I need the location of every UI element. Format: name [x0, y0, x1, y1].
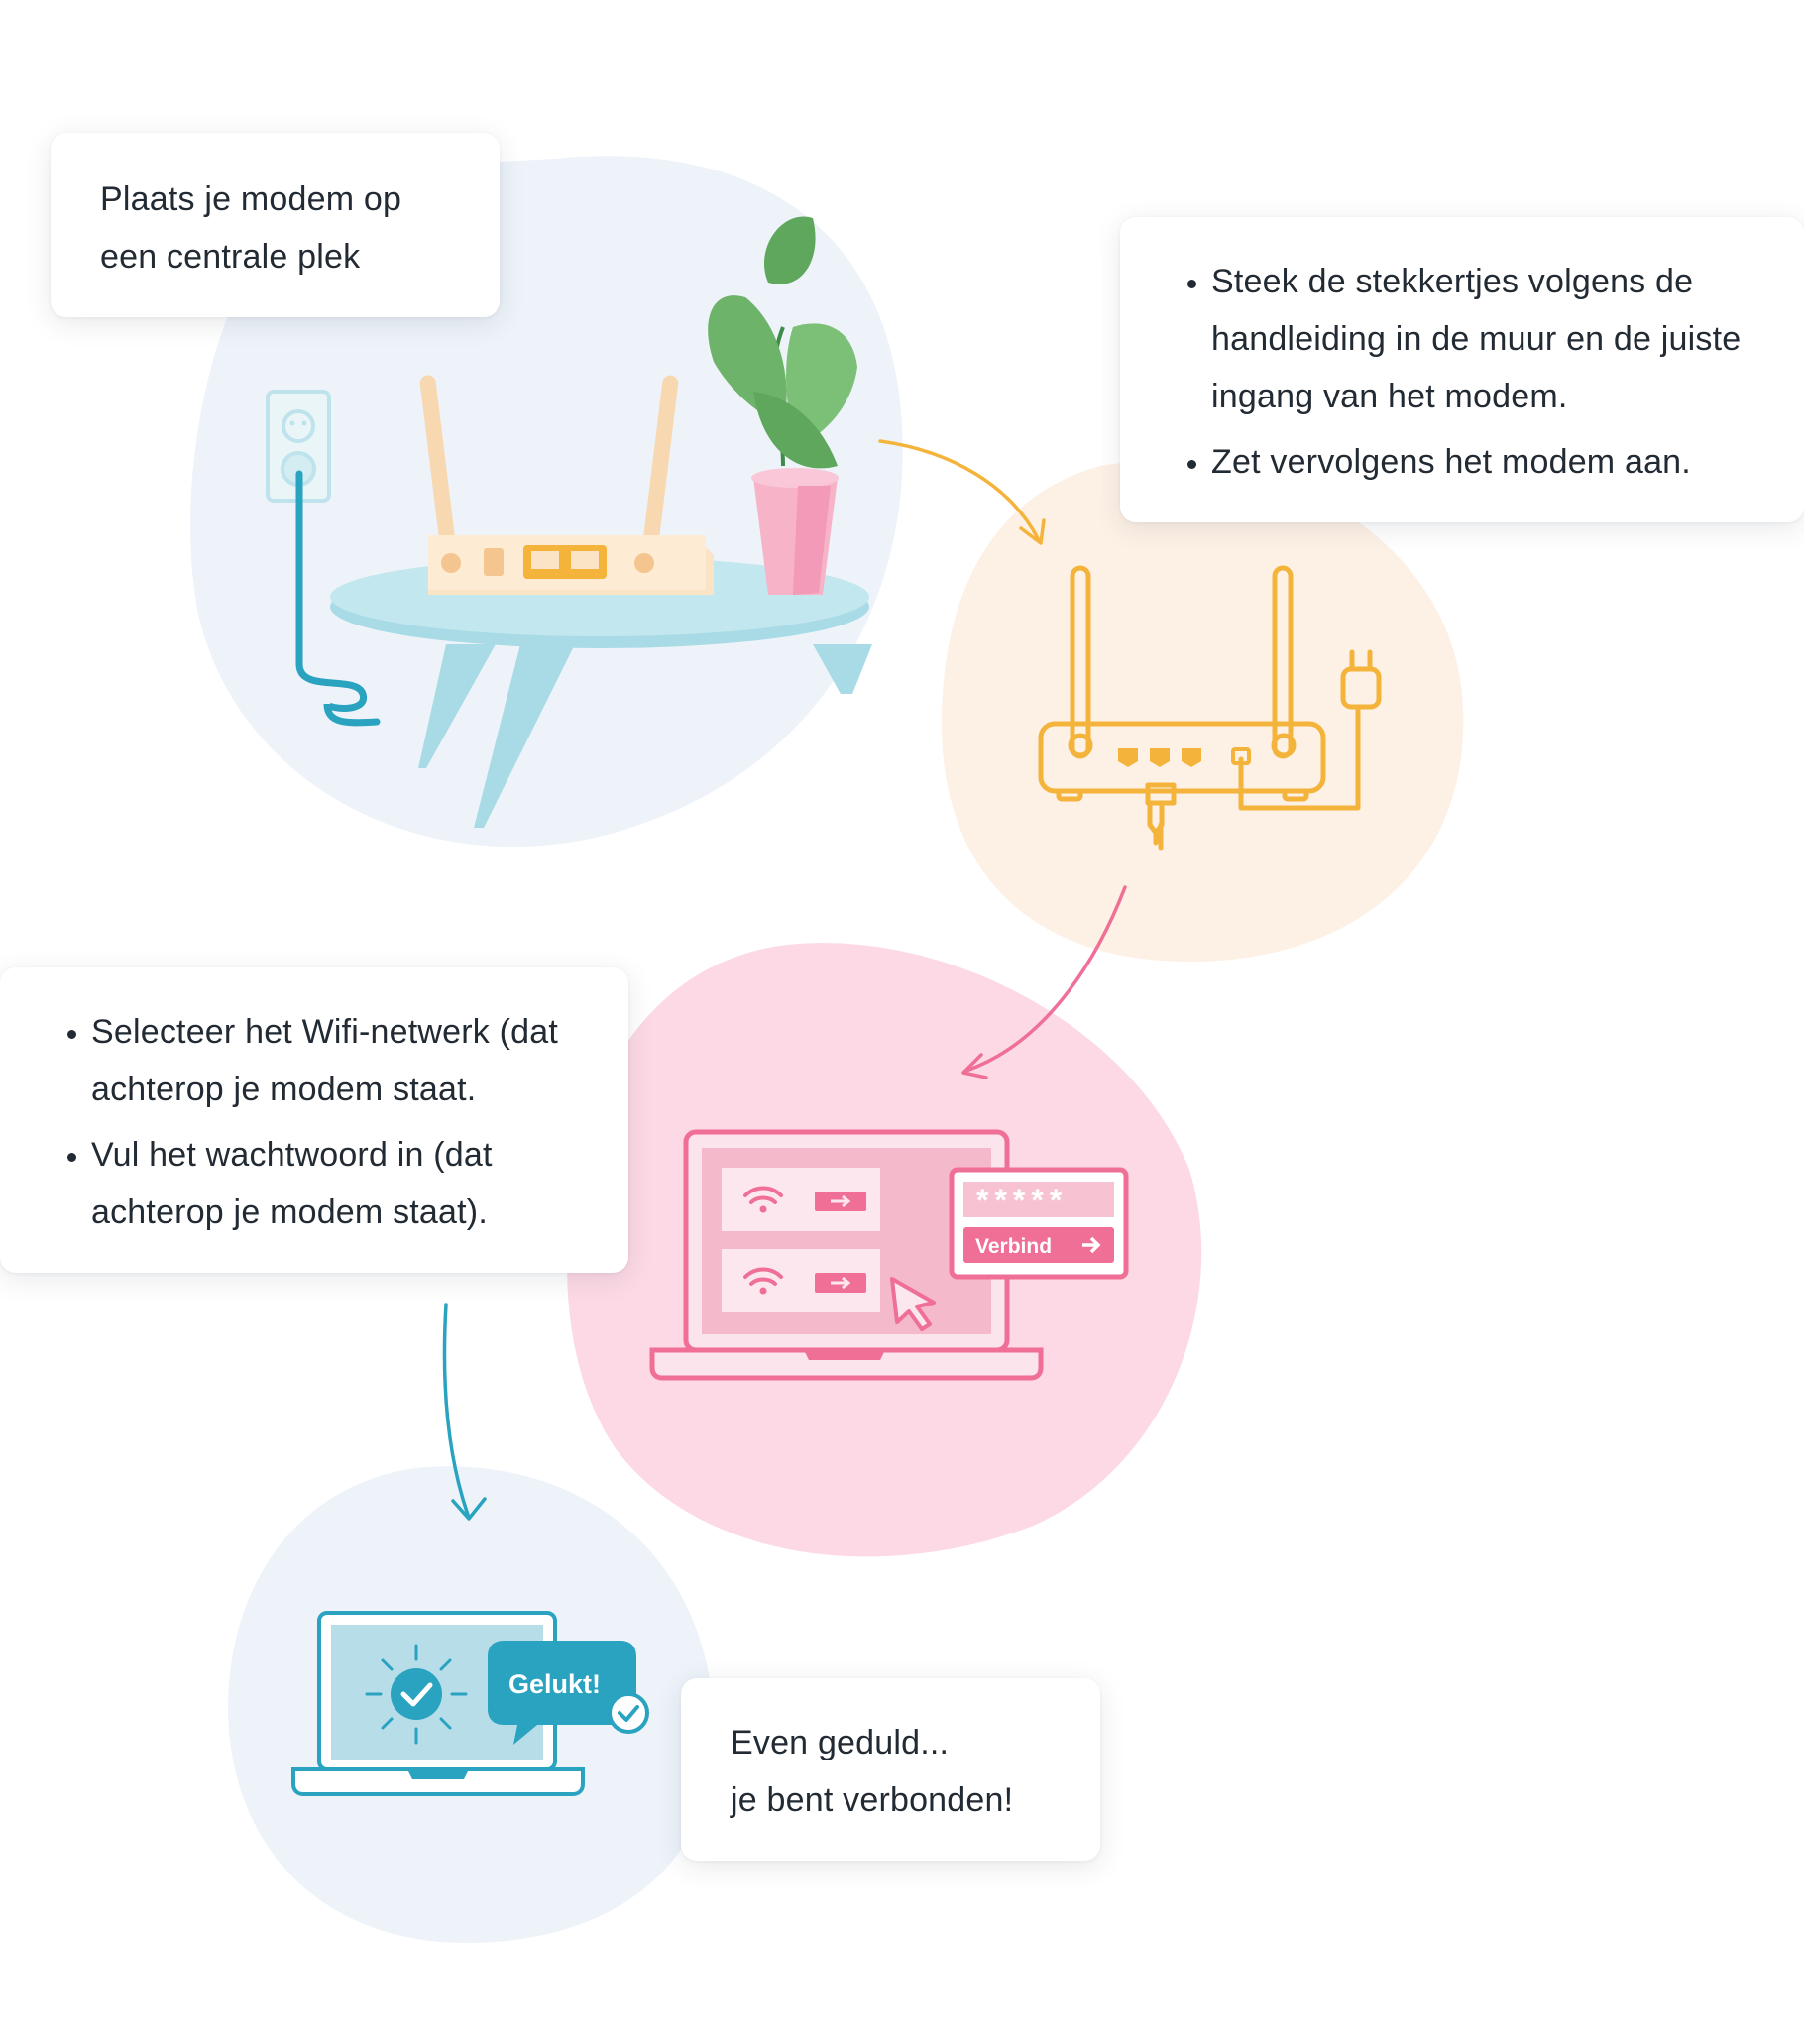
gelukt-text: Gelukt! [508, 1669, 601, 1699]
password-popup: ***** Verbind [949, 1167, 1129, 1280]
step4-line1: Even geduld... [731, 1724, 950, 1761]
step3-list: Selecteer het Wifi-netwerk (dat achterop… [38, 1003, 599, 1241]
step2-bullet-2: Zet vervolgens het modem aan. [1211, 433, 1774, 491]
power-cable [295, 470, 381, 727]
step1-card: Plaats je modem op een centrale plek [51, 133, 500, 317]
step2-bullet-1: Steek de stekkertjes volgens de handleid… [1211, 253, 1774, 425]
laptop-wifi-icon [649, 1129, 1044, 1381]
step2-card: Steek de stekkertjes volgens de handleid… [1120, 217, 1804, 522]
gelukt-bubble: Gelukt! [488, 1641, 649, 1745]
step1-text: Plaats je modem op een centrale plek [100, 180, 402, 276]
arrow-step3-to-step4 [442, 1303, 487, 1521]
verbind-label: Verbind [975, 1235, 1052, 1258]
blob-peach [942, 460, 1464, 962]
step4-line2: je bent verbonden! [731, 1781, 1014, 1819]
arrow-step2-to-step3 [961, 885, 1127, 1079]
modem-outline-icon [1038, 565, 1382, 851]
router-on-table-icon [419, 375, 714, 595]
step2-list: Steek de stekkertjes volgens de handleid… [1158, 253, 1774, 491]
plant-icon [708, 216, 857, 595]
step3-card: Selecteer het Wifi-netwerk (dat achterop… [0, 967, 628, 1273]
arrow-step1-to-step2 [878, 439, 1046, 545]
cursor-icon [890, 1277, 936, 1331]
wall-socket-icon [266, 390, 331, 503]
step3-bullet-2: Vul het wachtwoord in (dat achterop je m… [91, 1126, 599, 1241]
verbind-button [963, 1227, 1114, 1263]
modem-ports [1118, 747, 1251, 767]
step3-bullet-1: Selecteer het Wifi-netwerk (dat achterop… [91, 1003, 599, 1118]
password-mask: ***** [976, 1183, 1068, 1218]
step4-card: Even geduld... je bent verbonden! [681, 1678, 1100, 1861]
